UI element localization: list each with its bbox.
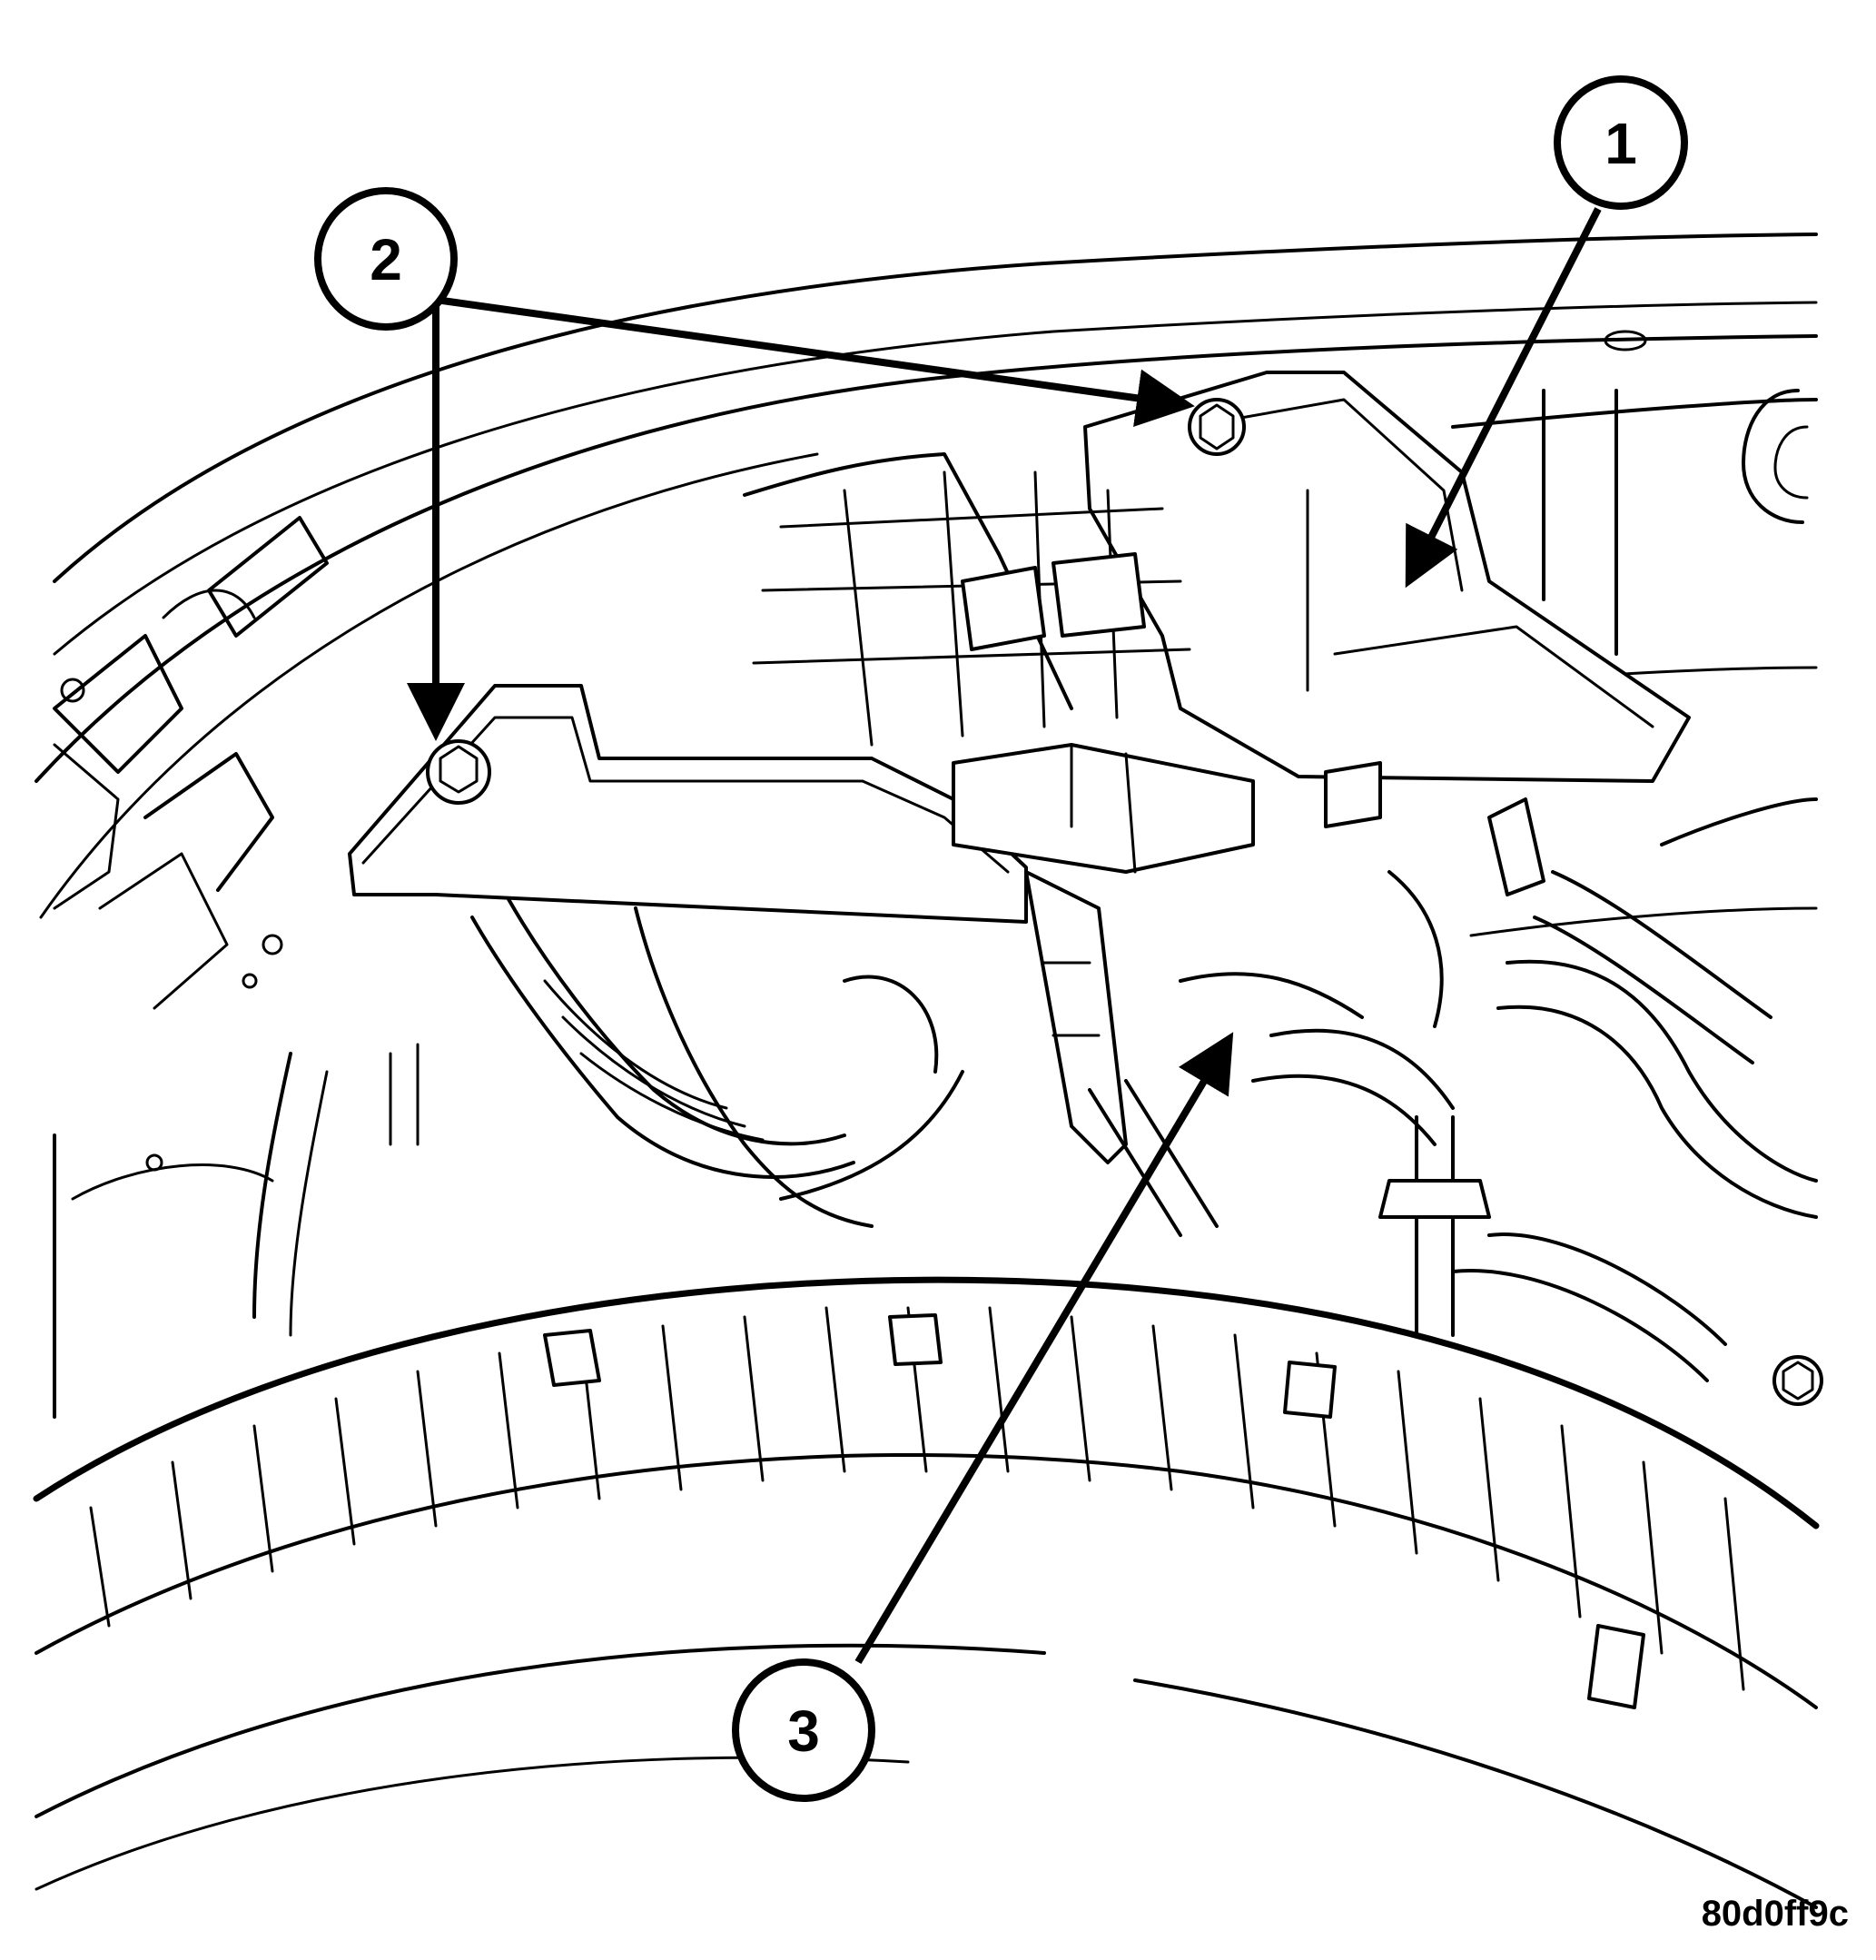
air-box-housing bbox=[348, 371, 1691, 924]
callout-3: 3 bbox=[732, 1658, 875, 1802]
bolt-rear bbox=[1188, 398, 1246, 456]
right-side-structure bbox=[1469, 330, 1823, 1406]
hoses-and-wiring bbox=[389, 797, 1818, 1382]
left-fender-structure bbox=[53, 516, 329, 1419]
tire-tread bbox=[33, 1276, 1820, 1909]
callout-1-label: 1 bbox=[1604, 111, 1637, 176]
callout-3-label: 3 bbox=[787, 1698, 820, 1764]
leader-1 bbox=[1405, 207, 1602, 589]
callout-leaders bbox=[407, 207, 1602, 1665]
callout-2: 2 bbox=[314, 187, 458, 331]
callout-1: 1 bbox=[1554, 75, 1688, 210]
leader-2b bbox=[435, 296, 1195, 428]
callout-2-label: 2 bbox=[370, 227, 402, 292]
leader-3 bbox=[854, 1032, 1234, 1665]
figure-id: 80d0ff9c bbox=[1701, 1894, 1849, 1934]
bolt-front bbox=[426, 739, 491, 805]
